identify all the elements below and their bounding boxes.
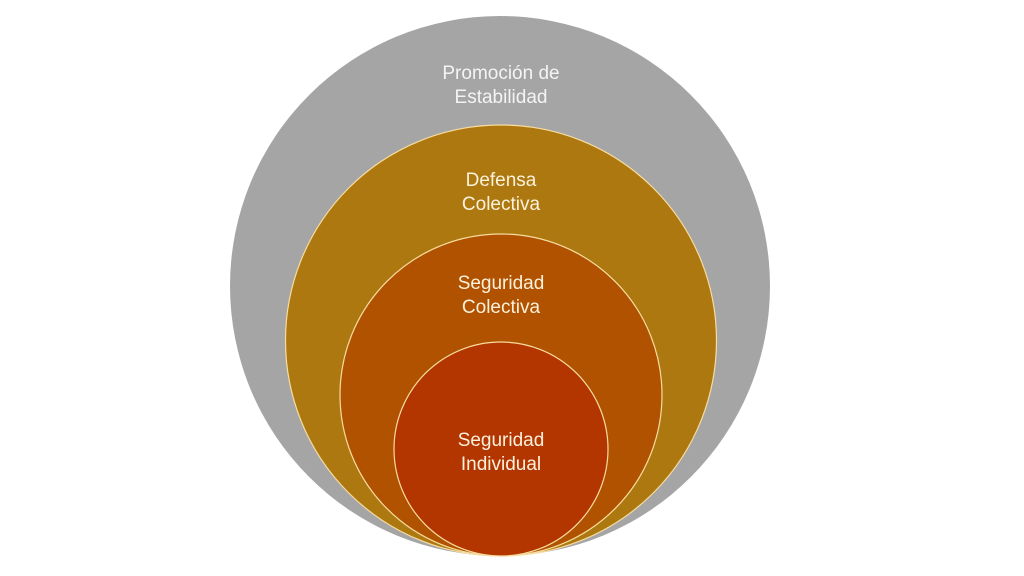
- label-defensa-line2: Colectiva: [462, 194, 541, 215]
- label-seg-individual-line1: Seguridad: [458, 430, 545, 451]
- label-promocion-line1: Promoción de: [442, 63, 559, 84]
- label-seg-individual-line2: Individual: [461, 454, 541, 475]
- circle-seguridad-individual: [393, 341, 609, 557]
- label-seg-colectiva-line2: Colectiva: [462, 297, 541, 318]
- label-seg-colectiva-line1: Seguridad: [458, 273, 545, 294]
- label-promocion-line2: Estabilidad: [455, 87, 548, 108]
- label-defensa-line1: Defensa: [466, 170, 537, 191]
